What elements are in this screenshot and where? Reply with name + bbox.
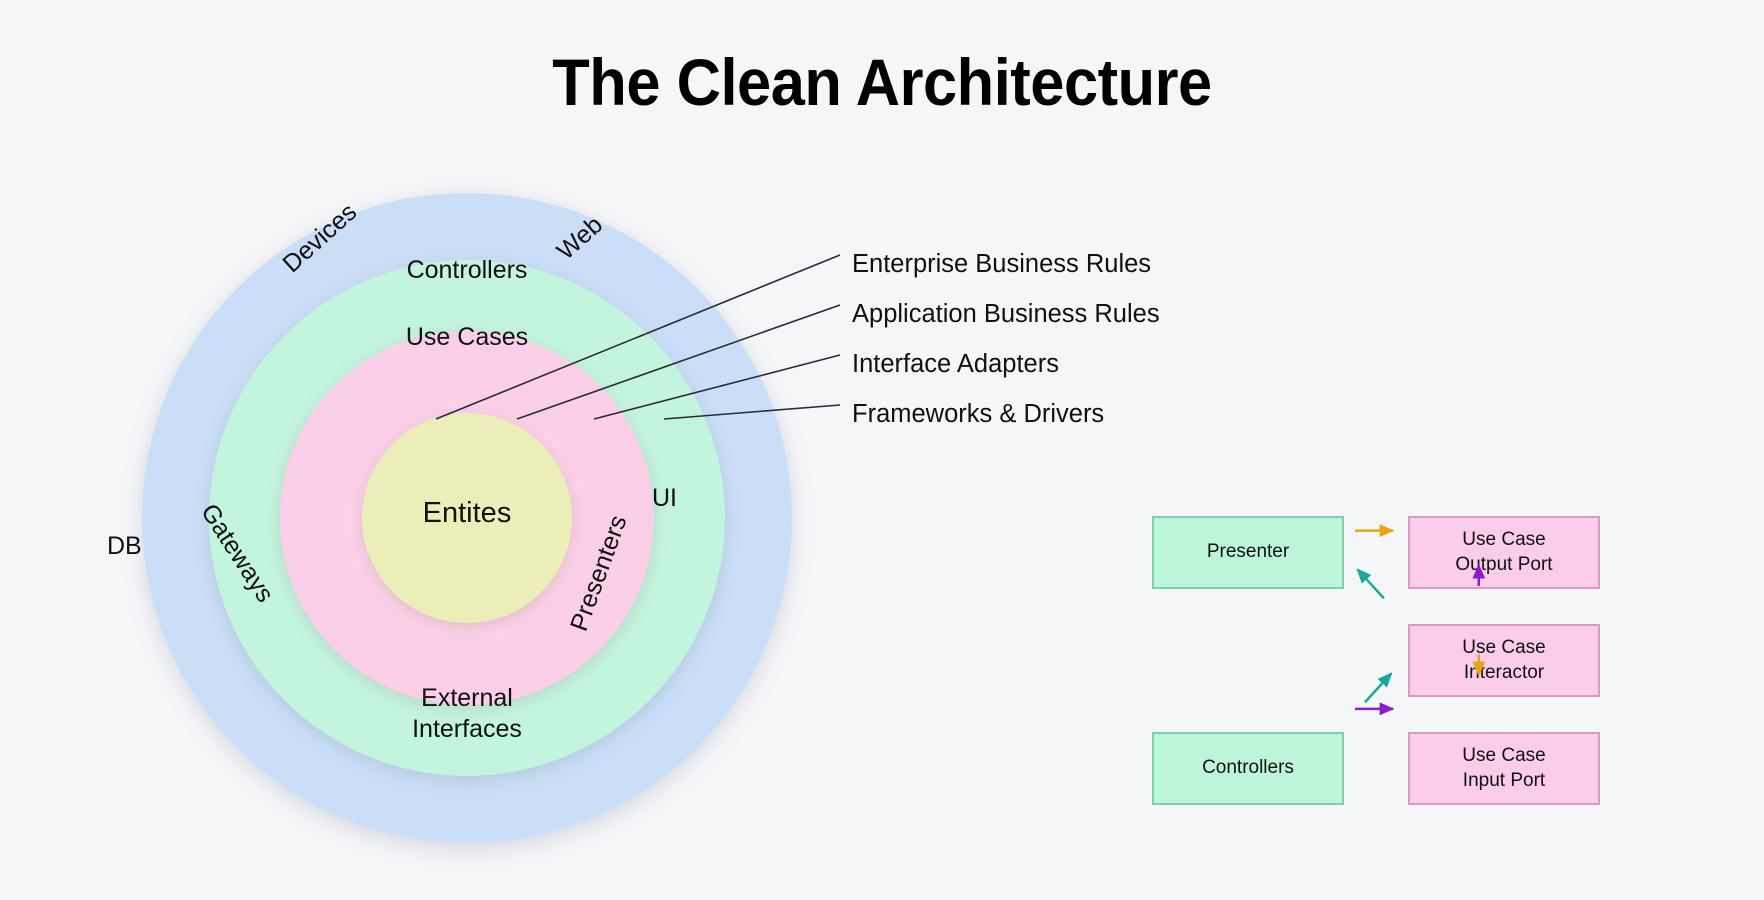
ring-label-entities: Entites <box>422 497 512 529</box>
clean-architecture-circle-diagram: Devices Web DB UI External Interfaces Co… <box>107 193 792 843</box>
flow-box-use-case-input-port[interactable]: Use Case Input Port <box>1408 732 1600 805</box>
arrow-input-port-dependency <box>1364 672 1393 704</box>
ring-label-ui: UI <box>652 484 677 512</box>
callout-label-frameworks-and-drivers: Frameworks & Drivers <box>852 400 1105 428</box>
ring-label-db: DB <box>107 532 142 560</box>
callout-label-interface-adapters: Interface Adapters <box>852 350 1059 378</box>
page-title: The Clean Architecture <box>552 45 1212 119</box>
arrow-output-port-dependency <box>1356 568 1385 600</box>
flow-box-use-case-output-port[interactable]: Use Case Output Port <box>1408 516 1600 589</box>
callout-label-enterprise-business-rules: Enterprise Business Rules <box>852 250 1152 278</box>
ring-entities <box>362 413 572 623</box>
flow-arrows <box>1355 524 1486 716</box>
ring-label-use-cases: Use Cases <box>405 323 529 351</box>
use-case-flow-diagram: Presenter Use Case Output Port Use Case … <box>1000 430 1720 805</box>
ring-label-controllers: Controllers <box>406 256 528 284</box>
flow-box-controllers[interactable]: Controllers <box>1152 732 1344 805</box>
callout-label-application-business-rules: Application Business Rules <box>852 300 1160 328</box>
flow-box-use-case-interactor[interactable]: Use Case Interactor <box>1408 624 1600 697</box>
ring-label-external-interfaces: External Interfaces <box>412 684 522 743</box>
flow-box-presenter[interactable]: Presenter <box>1152 516 1344 589</box>
